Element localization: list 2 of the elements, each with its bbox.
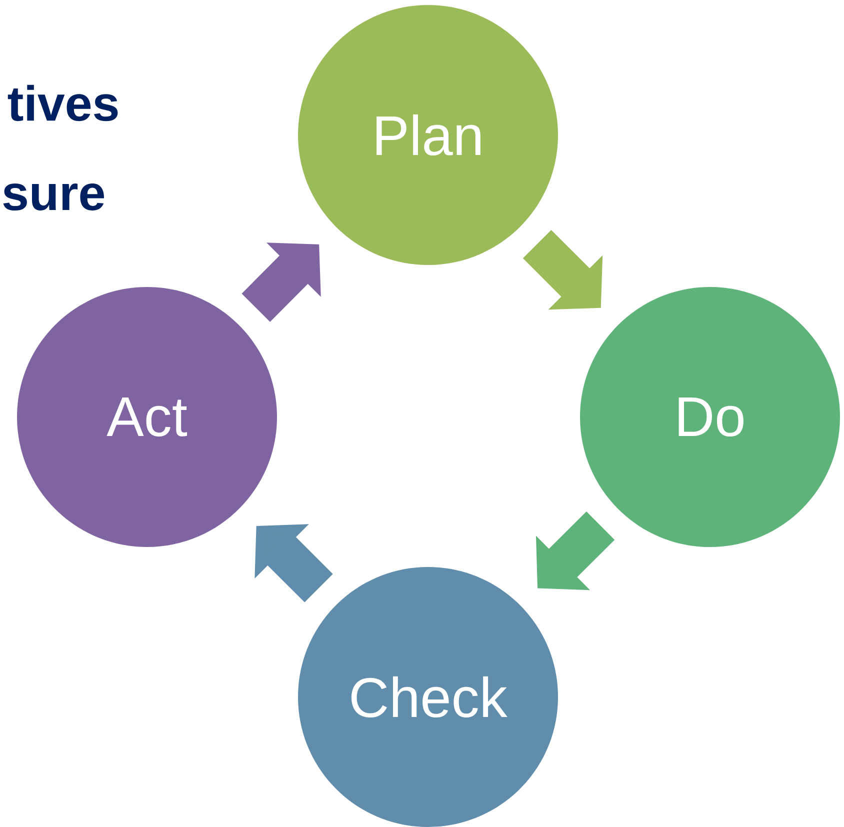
heading-fragment: sure bbox=[3, 183, 104, 211]
heading-fragment: tives bbox=[8, 84, 118, 122]
